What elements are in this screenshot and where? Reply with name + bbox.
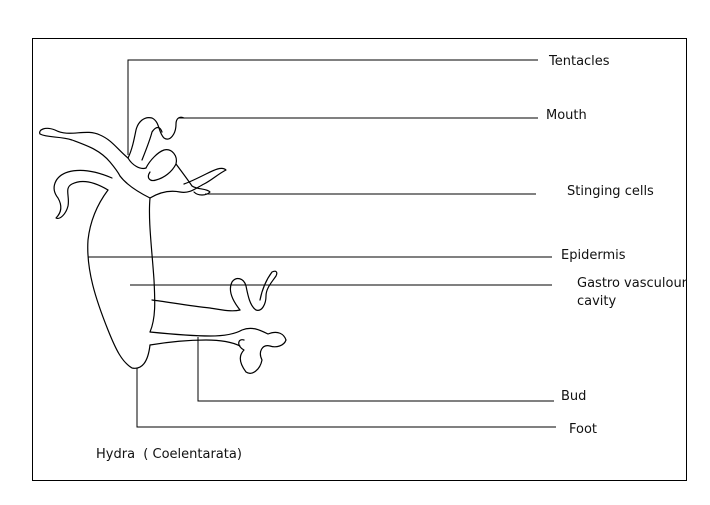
leader-line-tentacles bbox=[127, 59, 538, 155]
leader-lines bbox=[88, 59, 556, 428]
label-gastro-cavity-line1: Gastro vasculour bbox=[577, 276, 688, 291]
label-stinging-cells: Stinging cells bbox=[567, 184, 654, 199]
hydra-body-outline bbox=[39, 116, 287, 374]
label-foot: Foot bbox=[569, 422, 598, 437]
label-gastro-cavity-line2: cavity bbox=[577, 294, 617, 309]
leader-line-bud bbox=[197, 337, 554, 402]
diagram-frame bbox=[32, 38, 687, 481]
label-epidermis: Epidermis bbox=[561, 248, 626, 263]
leader-line-foot bbox=[136, 368, 556, 428]
label-bud: Bud bbox=[561, 389, 587, 404]
label-mouth: Mouth bbox=[546, 108, 587, 123]
diagram-caption: Hydra ( Coelentarata) bbox=[96, 447, 242, 462]
label-tentacles: Tentacles bbox=[549, 54, 610, 69]
